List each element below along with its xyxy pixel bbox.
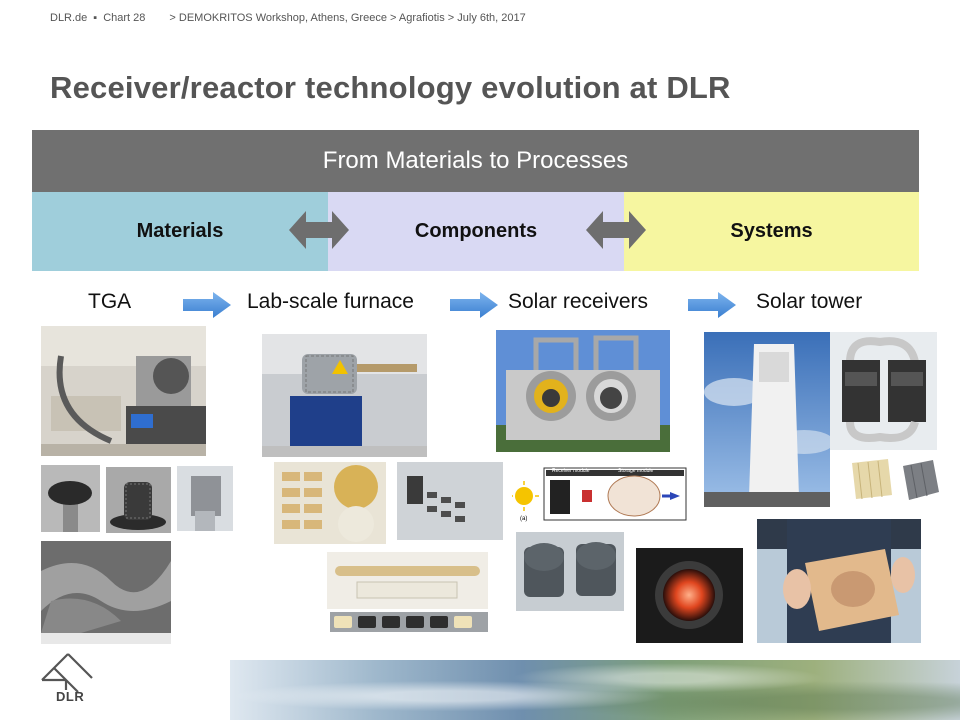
stage-lab-furnace: Lab-scale furnace [247,290,414,313]
receiver-storage-diagram: Receiver module Storage module (a) [512,464,689,526]
pellet-row-photo [330,612,488,632]
earth-footer-image [230,660,960,720]
hands-holding-block-photo [757,519,921,643]
stage-solar-receivers: Solar receivers [508,290,649,313]
honeycomb-light-photo [848,455,896,502]
honeycomb-dark-photo [899,456,941,503]
components-band: Components [328,192,624,271]
double-arrow-icon [586,211,646,249]
stage-tga: TGA [88,290,132,313]
flow-arrow-icon [183,292,231,318]
reactor-tube-photo [327,552,488,609]
tga-instrument-photo [41,326,206,456]
diagram-graphic [512,467,687,521]
lab-furnace-photo [262,334,427,457]
foam-cylinder-photo [106,467,171,533]
ceramic-pellets-photo [274,462,386,544]
solar-receivers-photo [496,330,670,452]
flow-arrow-icon [688,292,736,318]
slide-title: Receiver/reactor technology evolution at… [50,70,731,105]
receiver-module-render [830,332,937,450]
header-site: DLR.de [50,12,88,24]
gray-sample-bars-photo [397,462,503,540]
double-arrow-icon [289,211,349,249]
header-chart: Chart 28 [103,12,146,24]
diagram-a-label: (a) [520,516,528,522]
porous-block-photo [177,466,233,531]
header-bullet: ▪ [93,12,98,24]
sem-micrograph [41,541,171,644]
slide-header: DLR.de ▪ Chart 28 > DEMOKRITOS Workshop, At… [50,12,526,24]
foam-sample-photo [41,465,100,532]
solar-tower-photo [704,332,830,507]
materials-to-processes-banner: From Materials to Processes [32,130,919,192]
systems-band: Systems [624,192,919,271]
receiver-module-label: Receiver module [552,468,590,474]
materials-band: Materials [32,192,328,271]
materials-label: Materials [136,220,224,242]
flow-arrow-icon [450,292,498,318]
dlr-logo-text: DLR [56,689,85,704]
components-label: Components [414,220,538,242]
dlr-logo-icon [41,653,93,693]
header-breadcrumb: > DEMOKRITOS Workshop, Athens, Greece > … [169,12,526,24]
receiver-cylinders-photo [516,532,624,611]
stage-solar-tower: Solar tower [756,290,863,313]
systems-label: Systems [730,220,813,242]
storage-module-label: Storage module [618,468,654,474]
glowing-receiver-photo [636,548,743,643]
